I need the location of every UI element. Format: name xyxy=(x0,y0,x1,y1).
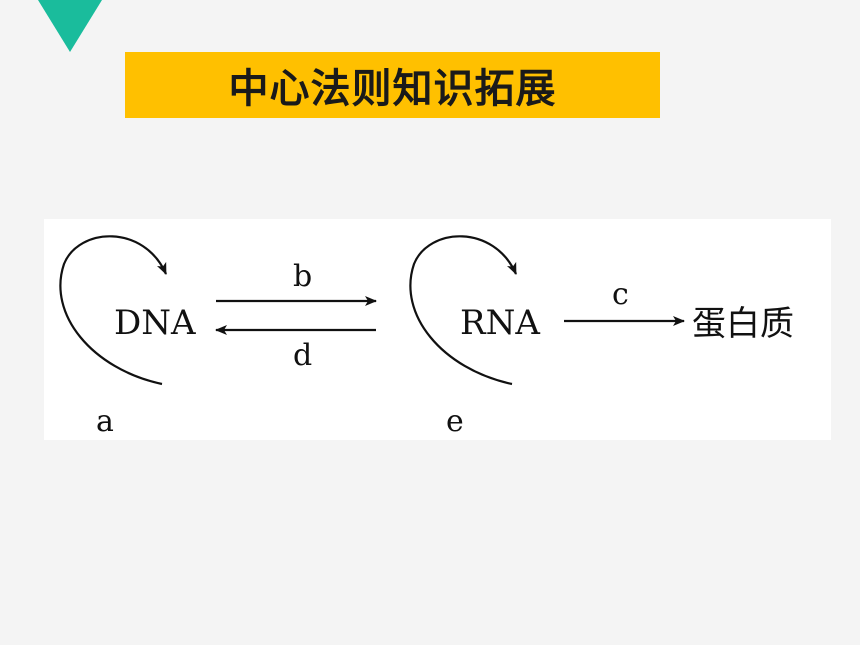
edge-label-c: c xyxy=(612,277,629,312)
diagram-canvas: DNA RNA 蛋白质 b d c a e xyxy=(59,235,794,439)
title-banner: 中心法则知识拓展 xyxy=(125,52,660,118)
node-dna: DNA xyxy=(114,303,196,343)
page-title: 中心法则知识拓展 xyxy=(228,66,557,112)
corner-triangle-marker xyxy=(38,0,102,52)
node-rna: RNA xyxy=(460,303,540,343)
loop-a-arrow xyxy=(59,235,168,386)
edge-label-a: a xyxy=(96,404,114,439)
central-dogma-diagram: DNA RNA 蛋白质 b d c a e xyxy=(44,219,831,440)
edge-label-d: d xyxy=(293,338,312,373)
edge-label-e: e xyxy=(446,404,464,439)
node-protein: 蛋白质 xyxy=(692,304,794,344)
loop-e-arrow xyxy=(409,235,518,386)
edge-label-b: b xyxy=(293,259,312,294)
